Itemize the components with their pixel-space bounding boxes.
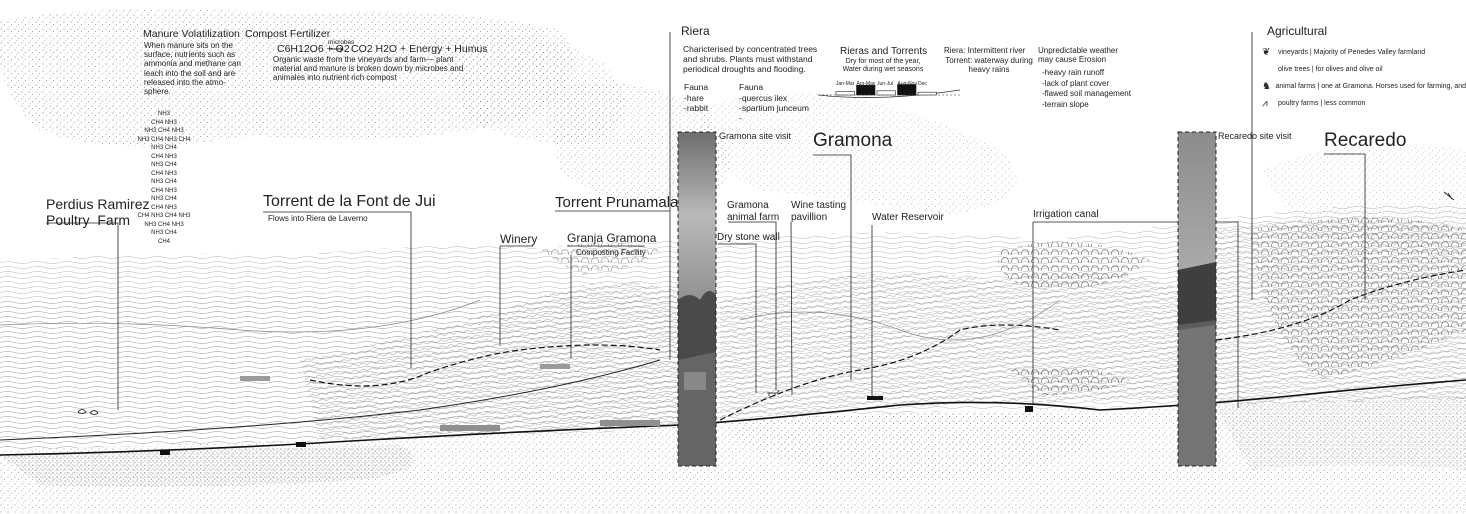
riera-title: Riera — [681, 25, 710, 39]
molecule-label: NH3 CH4 NH3 — [134, 127, 194, 136]
agricultural-title: Agricultural — [1267, 25, 1327, 39]
place-gramona-farm: Gramona animal farm — [727, 200, 779, 223]
gramona-site-photo — [678, 132, 716, 466]
month-label: Jan-Mar — [836, 81, 854, 87]
rieras-body: Dry for most of the year, Water during w… — [838, 58, 928, 74]
fauna2-title: Fauna — [739, 83, 763, 93]
molecule-label: CH4 NH3 — [134, 170, 194, 179]
weather-item: -flawed soil management — [1042, 89, 1131, 100]
fauna1-title: Fauna — [684, 83, 708, 93]
month-label: Apr-May — [857, 81, 876, 87]
fauna2-items: -quercus ilex -spartium junceum - — [739, 94, 809, 123]
molecule-label: NH3 CH4 — [134, 144, 194, 153]
molecule-label: NH3 CH4 — [134, 229, 194, 238]
molecule-label: NH3 CH4 — [134, 178, 194, 187]
place-dry-stone: Dry stone wall — [717, 232, 780, 244]
month-label: Dec — [918, 81, 927, 87]
molecule-label: CH4 NH3 — [134, 153, 194, 162]
rieras-title: Rieras and Torrents — [840, 46, 927, 58]
place-granja: Granja Gramona — [567, 232, 656, 246]
agricultural-item: ⩘poultry farms | less common — [1262, 95, 1466, 112]
place-winery: Winery — [500, 233, 537, 247]
horse-icon: ♞ — [1262, 81, 1275, 92]
agricultural-item-text: animal farms | one at Gramona. Horses us… — [1275, 83, 1466, 90]
manure-title: Manure Volatilization — [143, 28, 240, 40]
molecule-label: CH4 NH3 — [134, 119, 194, 128]
vine-icon: ❦ — [1262, 47, 1278, 58]
agricultural-item: olive trees | for olives and olive oil — [1262, 61, 1466, 78]
molecule-label: CH4 — [134, 238, 194, 247]
weather-title: Unpredictable weather may cause Erosion — [1038, 46, 1130, 64]
recaredo-site-label: Recaredo site visit — [1218, 131, 1292, 141]
place-torrent-jui-sub: Flows into Riera de Laverno — [268, 214, 368, 223]
recaredo-site-photo — [1178, 132, 1216, 466]
compost-body: Organic waste from the vineyards and far… — [273, 55, 483, 83]
place-granja-sub: Composting Facility — [576, 248, 646, 257]
agricultural-item-text: vineyards | Majority of Penedes Valley f… — [1278, 49, 1425, 56]
def-riera: Riera: Intermittent river — [944, 46, 1025, 55]
place-irrigation: Irrigation canal — [1033, 209, 1099, 221]
rainfall-bar — [836, 92, 855, 96]
place-torrent-prunamala: Torrent Prunamala — [555, 194, 678, 211]
place-water-reservoir: Water Reservoir — [872, 212, 944, 224]
month-label: Aug-Nov — [898, 81, 917, 87]
agricultural-item-text: olive trees | for olives and olive oil — [1278, 66, 1383, 73]
rainfall-bar — [918, 92, 937, 95]
compost-arrow-icon: ⟶ — [330, 44, 343, 54]
weather-item: -terrain slope — [1042, 100, 1131, 111]
place-torrent-jui: Torrent de la Font de Jui — [263, 193, 436, 211]
bird-icon: ⩘ — [1262, 98, 1278, 109]
molecule-label: NH3 CH4 — [134, 161, 194, 170]
molecule-label: NH3 CH4 NH3 CH4 — [134, 136, 194, 145]
compost-title: Compost Fertilizer — [245, 28, 330, 40]
gramona-site-label: Gramona site visit — [719, 131, 791, 141]
agricultural-item: ♞animal farms | one at Gramona. Horses u… — [1262, 78, 1466, 95]
molecule-label: NH3 — [134, 110, 194, 119]
rainfall-bar — [877, 91, 896, 95]
molecule-label: CH4 NH3 — [134, 187, 194, 196]
def-torrent: Torrent: waterway during heavy rains — [944, 56, 1034, 74]
fauna1-items: -hare -rabbit — [684, 94, 708, 114]
month-label: Jun-Jul — [877, 81, 893, 87]
weather-item: -lack of plant cover — [1042, 79, 1131, 90]
weather-item: -heavy rain runoff — [1042, 68, 1131, 79]
place-wine-tasting: Wine tasting pavillion — [791, 200, 846, 223]
weather-list: -heavy rain runoff-lack of plant cover-f… — [1042, 68, 1131, 110]
place-perdius: Perdius Ramirez Poultry Farm — [46, 196, 149, 228]
place-gramona: Gramona — [813, 130, 892, 152]
compost-formula-right: CO2 H2O + Energy + Humus — [351, 43, 488, 55]
agricultural-item-text: poultry farms | less common — [1278, 100, 1365, 107]
agricultural-item: ❦vineyards | Majority of Penedes Valley … — [1262, 44, 1466, 61]
place-recaredo: Recaredo — [1324, 130, 1406, 152]
agricultural-list: ❦vineyards | Majority of Penedes Valley … — [1262, 44, 1466, 112]
manure-body: When manure sits on the surface, nutrien… — [144, 41, 244, 96]
riera-body: Charicterised by concentrated trees and … — [683, 45, 823, 74]
